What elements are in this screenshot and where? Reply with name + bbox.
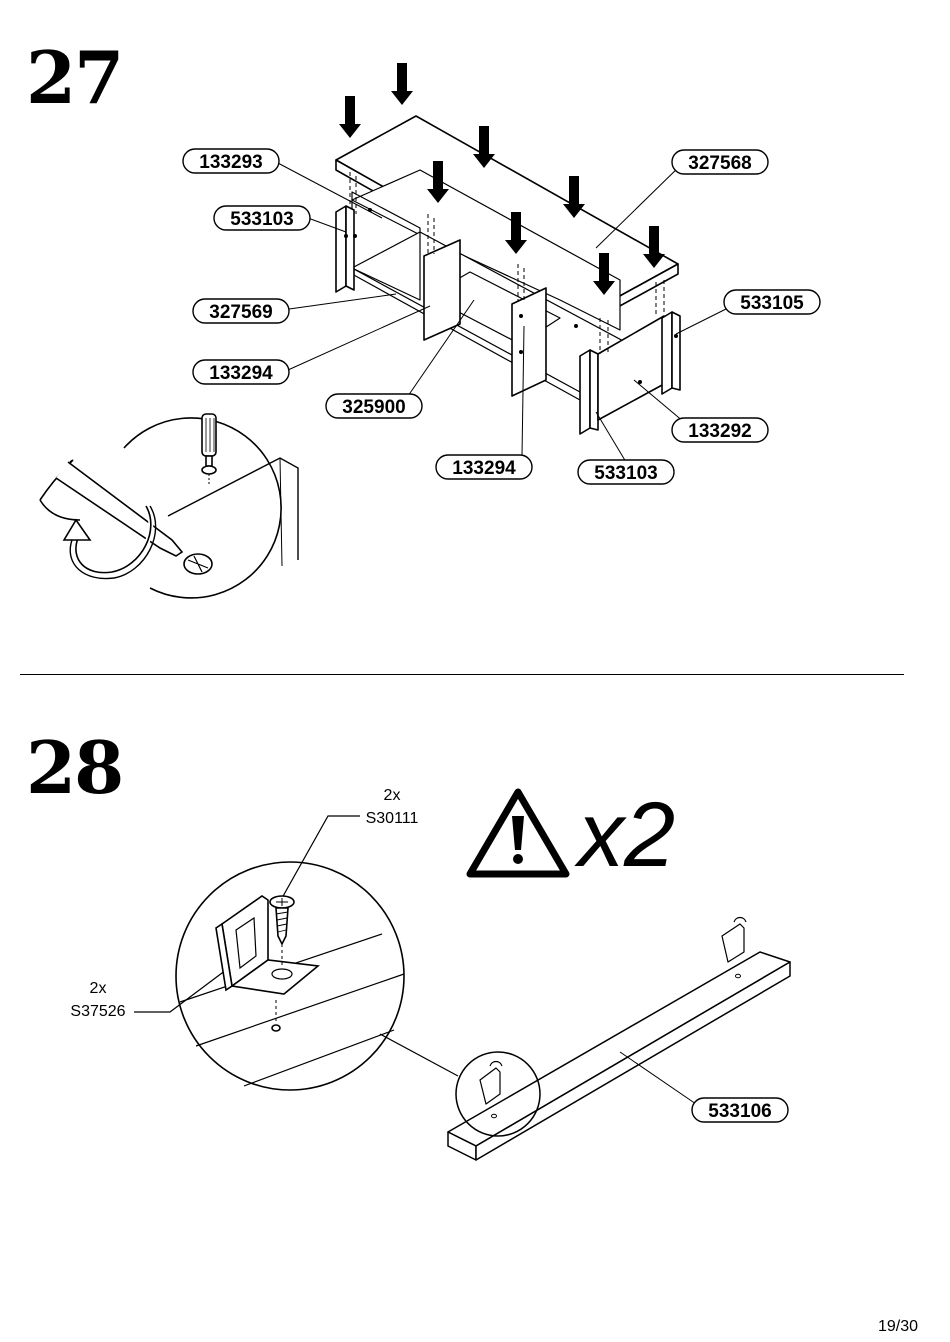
- warning-multiplier: x2: [574, 784, 675, 886]
- bracket-code: S37526: [70, 1003, 125, 1020]
- section-divider: [20, 674, 904, 675]
- part-label-327569: 327569: [209, 302, 272, 323]
- screwdriver-icon: [39, 413, 299, 599]
- screw-code: S30111: [366, 810, 419, 827]
- part-label-133294-left: 133294: [209, 363, 273, 384]
- bracket-detail: [175, 861, 405, 1091]
- part-label-533103-left: 533103: [230, 209, 293, 230]
- step-number-27: 27: [26, 35, 124, 120]
- warning-icon: [466, 788, 570, 878]
- step-number-28: 28: [26, 725, 124, 810]
- part-label-133292: 133292: [688, 421, 751, 442]
- screw-quantity: 2x: [384, 787, 401, 804]
- bracket-quantity: 2x: [90, 980, 107, 997]
- cabinet-drawing: [335, 115, 681, 435]
- bracket-icon: [215, 895, 320, 995]
- part-label-533106: 533106: [708, 1101, 771, 1122]
- part-label-133294-right: 133294: [452, 458, 516, 479]
- part-label-133293: 133293: [199, 152, 262, 173]
- screw-icon: [269, 895, 295, 968]
- part-label-533105: 533105: [740, 293, 804, 314]
- page-number: 19/30: [877, 1318, 918, 1335]
- part-label-325900: 325900: [342, 397, 405, 418]
- rail-part-533106: [447, 916, 791, 1161]
- part-label-533103-right: 533103: [594, 463, 657, 484]
- part-label-327568: 327568: [688, 153, 751, 174]
